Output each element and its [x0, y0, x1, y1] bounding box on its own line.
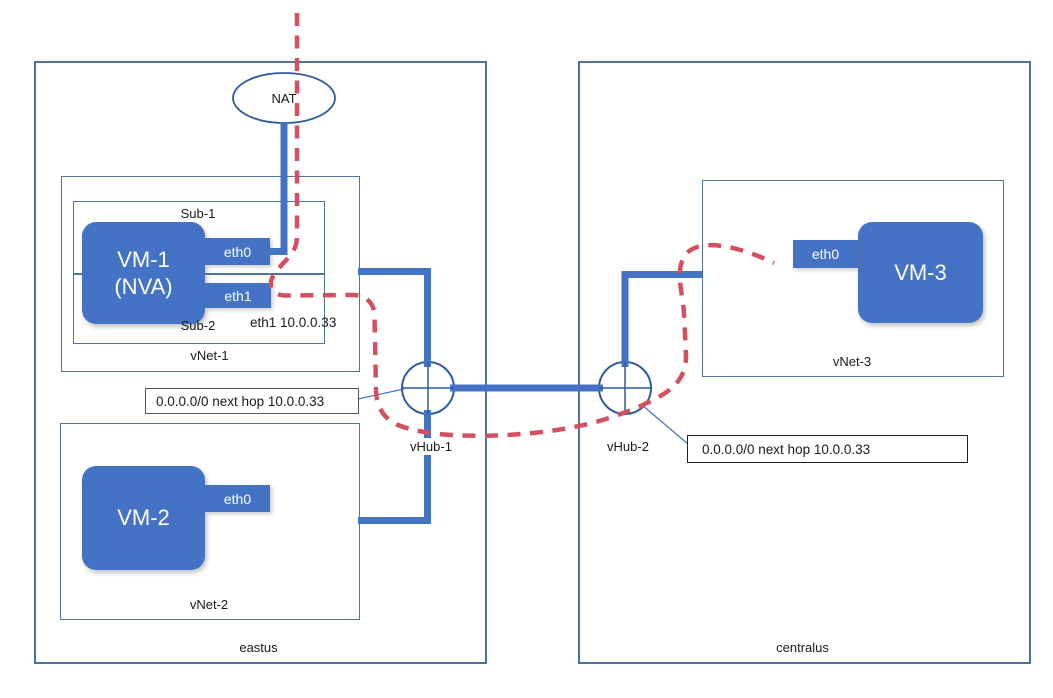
route-callout-left: 0.0.0.0/0 next hop 10.0.0.33: [145, 388, 359, 414]
eth1-ip-annotation: eth1 10.0.0.33: [250, 315, 337, 330]
vm2-label: VM-2: [117, 505, 170, 531]
vm1-eth0-tab: eth0: [205, 238, 270, 265]
vm3-label: VM-3: [894, 259, 947, 285]
nat-label: NAT: [271, 91, 297, 106]
vnet2-label: vNet-2: [189, 597, 229, 612]
vm1-eth1-tab: eth1: [205, 283, 271, 308]
vnet1-label: vNet-1: [190, 348, 229, 363]
vhub1-label: vHub-1: [402, 438, 460, 455]
vm1-label-line2: (NVA): [114, 274, 173, 299]
vhub2-label: vHub-2: [599, 438, 657, 455]
vm2-node: VM-2: [82, 466, 205, 570]
vm3-eth0-tab: eth0: [793, 240, 858, 268]
vm1-label-line1: VM-1: [117, 246, 170, 272]
route-callout-right: 0.0.0.0/0 next hop 10.0.0.33: [687, 435, 968, 463]
region-centralus-label: centralus: [776, 640, 829, 655]
sub2-label: Sub-2: [180, 318, 216, 333]
vm1-node: VM-1 (NVA): [82, 222, 205, 324]
region-eastus-label: eastus: [239, 640, 278, 655]
sub1-label: Sub-1: [180, 206, 216, 221]
vm2-eth0-tab: eth0: [205, 485, 270, 512]
vnet3-label: vNet-3: [832, 354, 872, 369]
vm3-node: VM-3: [858, 222, 983, 323]
